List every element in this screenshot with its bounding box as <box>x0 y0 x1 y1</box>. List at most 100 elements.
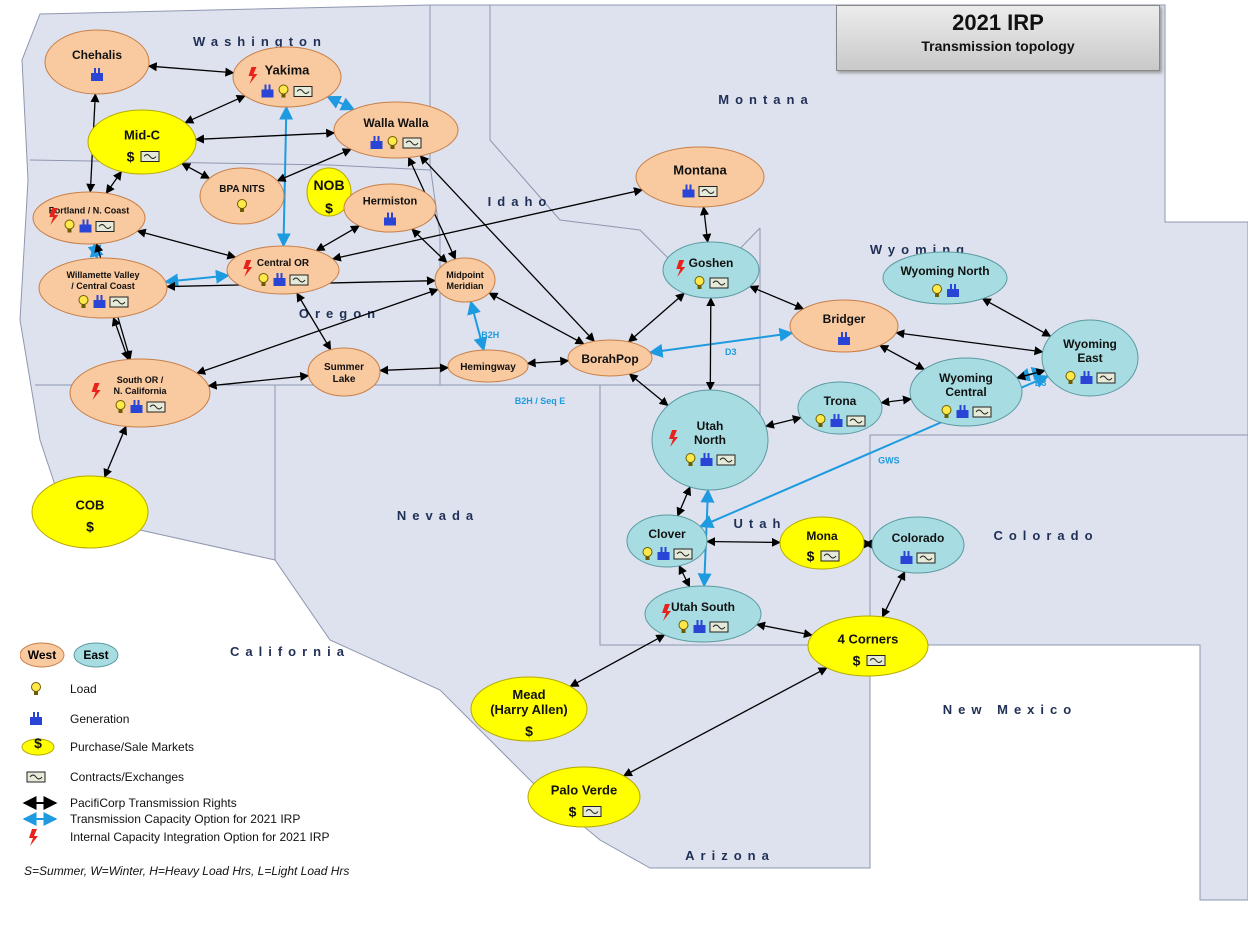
legend-item-contract: Contracts/Exchanges <box>20 768 184 786</box>
state-label-california: California <box>230 644 350 659</box>
contract-icon <box>293 86 313 97</box>
load-icon <box>115 400 126 413</box>
load-icon <box>678 620 689 633</box>
internal-icon <box>676 260 686 277</box>
node-shape <box>434 257 496 303</box>
node-hermiston[interactable]: Hermiston <box>343 183 437 233</box>
node-label: Wyoming North <box>900 264 989 278</box>
dollar-icon: $ <box>21 738 55 756</box>
node-borahpop[interactable]: BorahPop <box>567 339 653 377</box>
dollar-icon: $ <box>325 200 333 216</box>
load-icon <box>642 547 653 560</box>
edge-bridger-wyomingcentral <box>879 344 925 370</box>
dollar-icon: $ <box>127 149 135 165</box>
gen-icon <box>130 400 143 413</box>
state-label-montana: Montana <box>718 92 813 107</box>
node-portland[interactable]: Portland / N. Coast <box>32 191 146 245</box>
node-bpanits[interactable]: BPA NITS <box>199 167 285 225</box>
node-label: Chehalis <box>72 48 122 62</box>
node-label: Bridger <box>823 312 866 326</box>
node-shape <box>567 339 653 377</box>
node-yakima[interactable]: Yakima <box>232 46 342 108</box>
node-shape <box>789 299 899 353</box>
node-label: Clover <box>648 527 686 541</box>
node-mona[interactable]: Mona$ <box>779 516 865 570</box>
node-montana[interactable]: Montana <box>635 146 765 208</box>
edge-chehalis-yakima <box>147 62 235 77</box>
node-shape <box>38 257 168 319</box>
load-icon <box>815 414 826 427</box>
edge-utahsouth-fourcorners <box>755 621 813 639</box>
legend-item-label: Generation <box>70 712 130 726</box>
internal-icon <box>49 208 59 225</box>
contract-icon <box>1096 372 1116 384</box>
legend-item-dollar: $Purchase/Sale Markets <box>20 738 194 756</box>
node-trona[interactable]: Trona <box>797 381 883 435</box>
node-label: Goshen <box>689 256 734 270</box>
node-clover[interactable]: Clover <box>626 514 708 568</box>
node-wallawalla[interactable]: Walla Walla <box>333 101 459 159</box>
node-midc[interactable]: Mid-C$ <box>87 109 197 175</box>
node-cob[interactable]: COB$ <box>31 475 149 549</box>
node-goshen[interactable]: Goshen <box>662 241 760 299</box>
edge-yakima-midc <box>184 95 246 124</box>
gen-icon <box>273 273 286 286</box>
gen-icon <box>900 551 913 564</box>
legend-item-label: Contracts/Exchanges <box>70 770 185 784</box>
node-label: South OR / <box>117 375 164 385</box>
node-bridger[interactable]: Bridger <box>789 299 899 353</box>
contract-icon <box>820 550 840 562</box>
contract-icon <box>146 401 166 413</box>
load-icon <box>258 273 269 286</box>
svg-text:$: $ <box>34 738 42 751</box>
load-icon <box>64 219 75 233</box>
edge-montana-goshen <box>699 206 712 243</box>
node-label: Palo Verde <box>551 783 617 798</box>
legend-item-internal-bolt: Internal Capacity Integration Option for… <box>20 828 329 846</box>
svg-text:$: $ <box>86 519 94 535</box>
edge-summerlake-southor <box>207 371 310 390</box>
node-shape <box>31 475 149 549</box>
dollar-icon: $ <box>86 519 94 535</box>
node-colorado[interactable]: Colorado <box>871 516 965 574</box>
edge-clover-mona <box>706 537 781 547</box>
edge-montana-centralor <box>331 187 644 262</box>
internal-bolt-icon <box>29 829 38 846</box>
edge-utahnorth-clover <box>676 486 691 517</box>
node-mead[interactable]: Mead(Harry Allen)$ <box>470 676 588 742</box>
node-fourcorners[interactable]: 4 Corners$ <box>807 615 929 677</box>
node-hemingway[interactable]: Hemingway <box>447 349 529 383</box>
contract-icon <box>582 806 602 817</box>
node-label: / Central Coast <box>71 281 135 291</box>
node-centralor[interactable]: Central OR <box>226 245 340 295</box>
state-label-utah: Utah <box>734 516 787 531</box>
node-label: Wyoming <box>939 371 993 385</box>
edge-yakima-wallawalla <box>326 95 356 111</box>
node-southor[interactable]: South OR /N. California <box>69 358 211 428</box>
node-paloverde[interactable]: Palo Verde$ <box>527 766 641 828</box>
gen-icon <box>79 219 92 233</box>
node-nob[interactable]: NOB$ <box>306 167 352 217</box>
node-willamette[interactable]: Willamette Valley/ Central Coast <box>38 257 168 319</box>
state-label-nevada: Nevada <box>397 508 479 523</box>
contract-icon <box>402 137 422 149</box>
edge-label-borahpop-bridger: D3 <box>725 347 737 357</box>
node-utahsouth[interactable]: Utah South <box>644 585 762 643</box>
gen-icon <box>830 414 843 427</box>
legend-note: S=Summer, W=Winter, H=Heavy Load Hrs, L=… <box>24 864 350 878</box>
edge-southor-cob <box>103 425 128 479</box>
edge-wallawalla-bpanits <box>276 148 352 182</box>
load-icon <box>694 276 705 289</box>
node-label: Wyoming <box>1063 337 1117 351</box>
contract-icon <box>698 186 718 197</box>
node-chehalis[interactable]: Chehalis <box>44 29 150 95</box>
state-label-colorado: Colorado <box>993 528 1098 543</box>
node-label: Trona <box>824 394 857 408</box>
node-wyomingnorth[interactable]: Wyoming North <box>882 251 1008 305</box>
